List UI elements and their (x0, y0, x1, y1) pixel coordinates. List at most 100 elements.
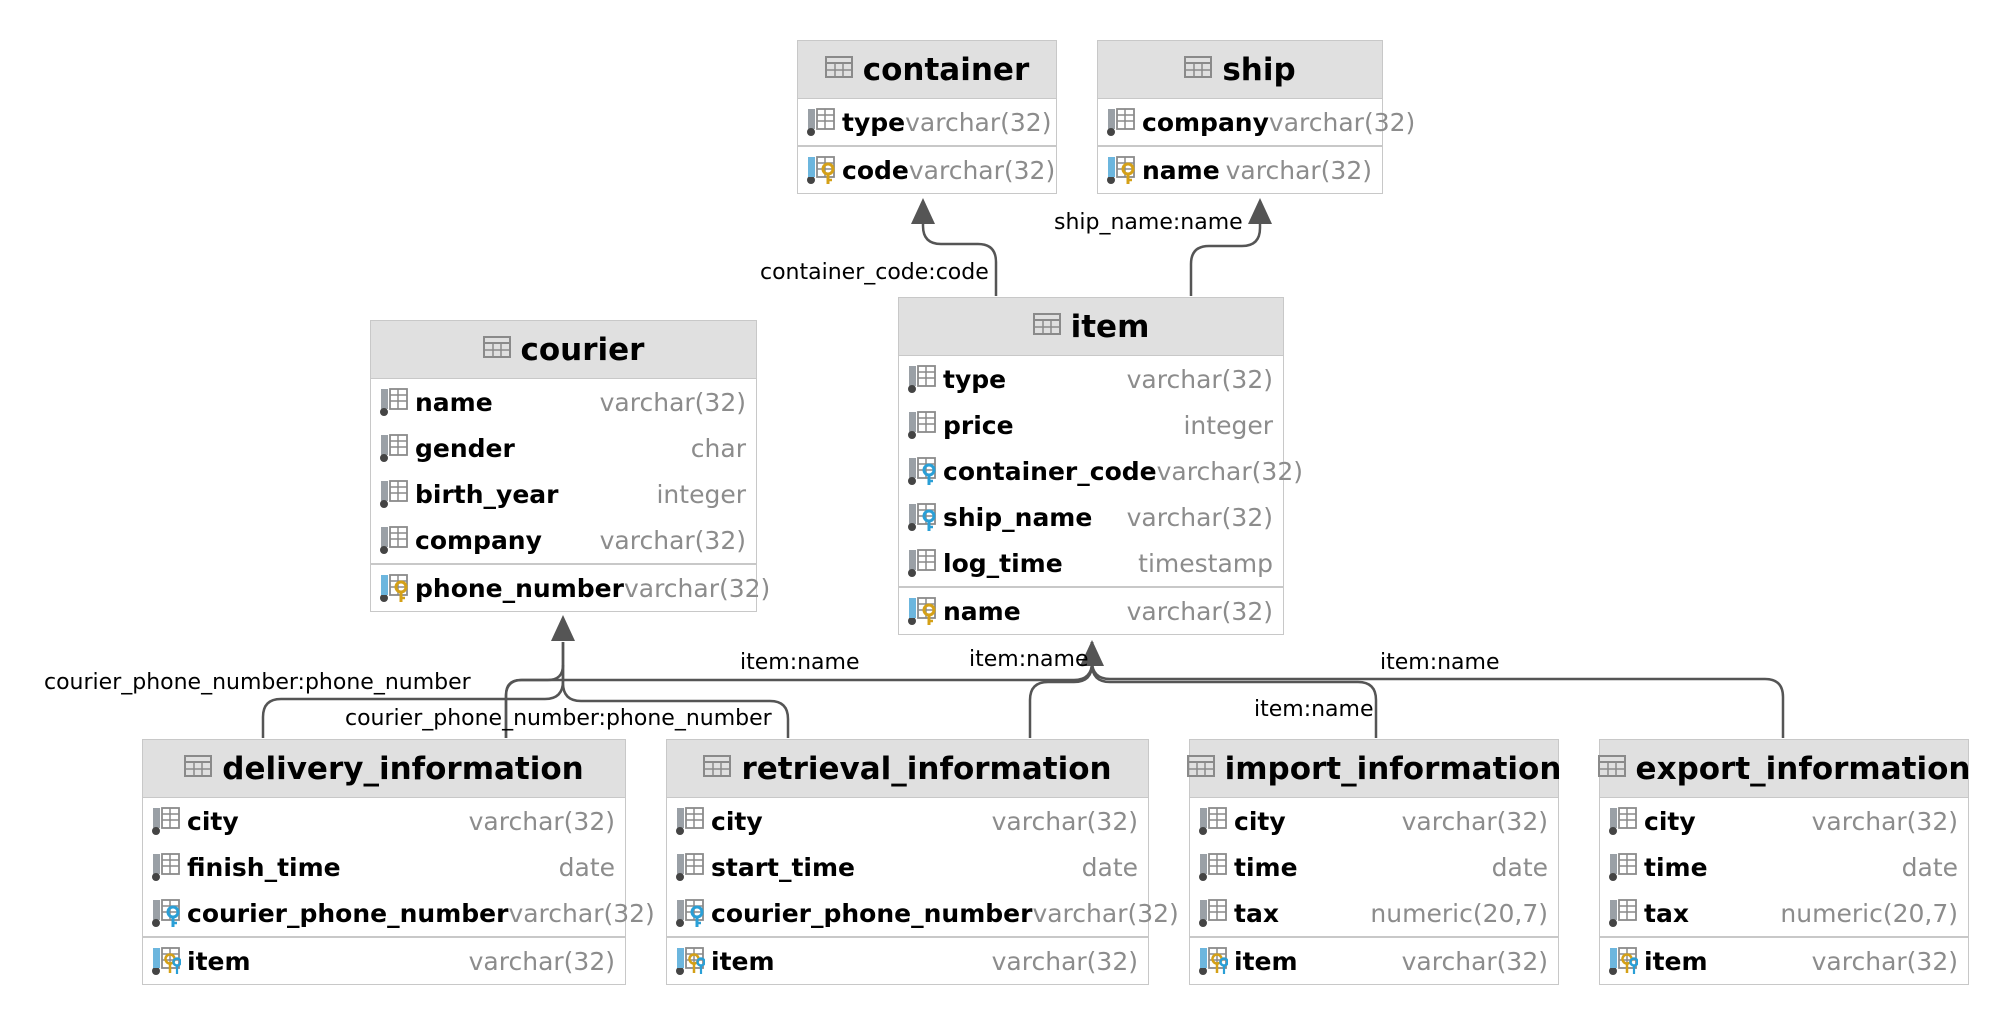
arrowhead-courier (551, 615, 575, 641)
column-name: code (842, 155, 909, 185)
table-header[interactable]: delivery_information (143, 740, 625, 798)
table-title: container (862, 51, 1030, 88)
table-icon (1186, 755, 1215, 782)
column-name: log_time (943, 548, 1063, 578)
primary-key-icon (371, 573, 415, 603)
table-header[interactable]: courier (371, 321, 756, 379)
column-type: varchar(32) (991, 806, 1138, 836)
primary-key-icon (1098, 155, 1142, 185)
table-icon (1032, 313, 1061, 340)
foreign-key-icon (899, 456, 943, 486)
column-type: integer (1183, 410, 1273, 440)
relation-label-container-code: container_code:code (760, 260, 989, 285)
table-header[interactable]: ship (1098, 41, 1382, 99)
column-row[interactable]: birth_year integer (371, 471, 756, 517)
column-icon (143, 806, 187, 836)
column-type: date (1491, 852, 1548, 882)
column-name: item (1644, 946, 1708, 976)
column-type: integer (656, 479, 746, 509)
table-header[interactable]: container (798, 41, 1056, 99)
table-title: courier (520, 331, 645, 368)
table-header[interactable]: import_information (1186, 740, 1561, 798)
column-type: varchar(32) (1225, 155, 1372, 185)
primary-foreign-key-icon (1600, 946, 1644, 976)
arrowhead-container (911, 198, 935, 224)
foreign-key-icon (899, 502, 943, 532)
column-icon (371, 433, 415, 463)
column-type: varchar(32) (623, 573, 771, 603)
column-name: type (842, 107, 906, 137)
column-type: varchar(32) (468, 946, 615, 976)
relation-label-delivery-item: item:name (740, 650, 860, 675)
column-icon (899, 364, 943, 394)
column-name: name (415, 387, 493, 417)
relation-line-item-ship (1189, 201, 1262, 296)
column-type: varchar(32) (1032, 898, 1179, 928)
column-name: city (187, 806, 239, 836)
column-icon (1190, 852, 1234, 882)
relation-line-export-item (1090, 642, 1785, 738)
column-row[interactable]: name varchar(32) (371, 379, 756, 425)
table-title: ship (1222, 51, 1296, 88)
primary-foreign-key-icon (1190, 946, 1234, 976)
arrowhead-ship (1248, 198, 1272, 224)
column-name: item (1234, 946, 1298, 976)
table-title: delivery_information (222, 750, 584, 787)
column-icon (1098, 107, 1142, 137)
column-icon (371, 387, 415, 417)
column-name: birth_year (415, 479, 559, 509)
table-header[interactable]: retrieval_information (667, 740, 1148, 798)
table-title: import_information (1224, 750, 1562, 787)
column-name: name (943, 596, 1021, 626)
column-type: varchar(32) (508, 898, 655, 928)
column-type: numeric(20,7) (1370, 898, 1548, 928)
column-type: varchar(32) (1156, 456, 1303, 486)
column-row[interactable]: time date (1190, 844, 1558, 890)
column-name: time (1234, 852, 1298, 882)
column-type: char (690, 433, 746, 463)
relation-label-ship-name: ship_name:name (1054, 210, 1243, 235)
column-name: finish_time (187, 852, 341, 882)
table-header[interactable]: item (899, 298, 1283, 356)
column-type: varchar(32) (599, 387, 746, 417)
table-header[interactable]: export_information (1597, 740, 1970, 798)
